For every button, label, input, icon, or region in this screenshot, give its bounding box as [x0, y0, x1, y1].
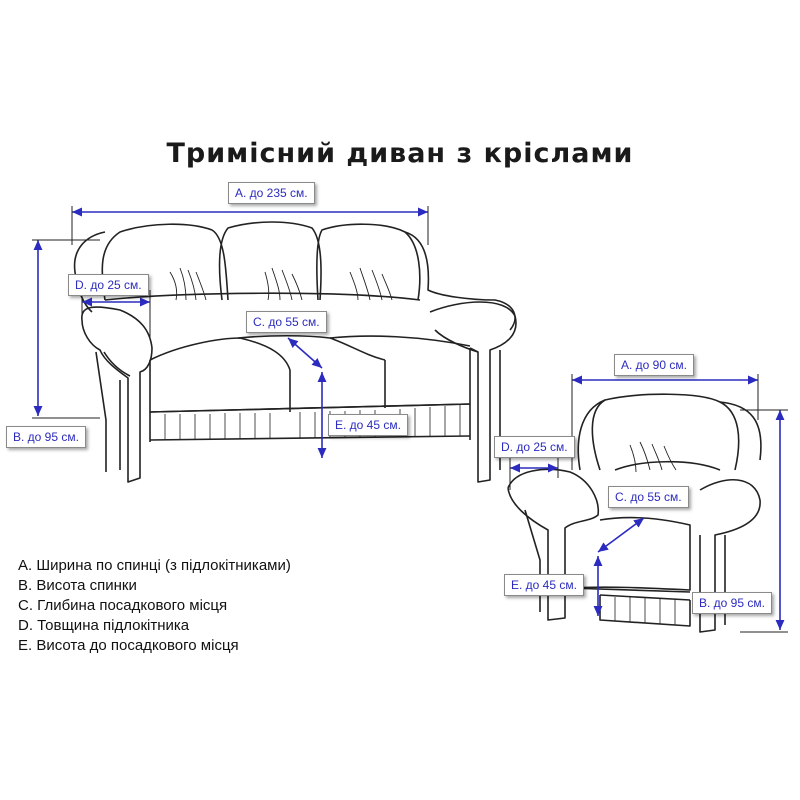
legend-item-b: В. Висота спинки: [18, 577, 137, 594]
armchair-arm-thickness-label: D. до 25 см.: [494, 436, 575, 458]
armchair-dimension-lines: [509, 374, 788, 633]
armchair-height-label: В. до 95 см.: [692, 592, 772, 614]
armchair-width-label: А. до 90 см.: [614, 354, 694, 376]
sofa-back-cushion-right: [316, 223, 421, 301]
sofa-width-label: А. до 235 см.: [228, 182, 315, 204]
armchair-seat-height-label: Е. до 45 см.: [504, 574, 584, 596]
sofa-armrest-left: [81, 306, 153, 483]
armchair-armrest-left: [507, 468, 599, 621]
legend-item-c: С. Глибина посадкового місця: [18, 597, 228, 614]
sofa-armrest-right: [429, 301, 517, 483]
armchair-seat-depth-label: С. до 55 см.: [608, 486, 689, 508]
sofa-arm-thickness-label: D. до 25 см.: [68, 274, 149, 296]
legend: А. Ширина по спинці (з підлокітниками) В…: [18, 556, 291, 656]
diagram-title: Тримісний диван з кріслами: [166, 138, 634, 169]
sofa-back-cushion-left: [101, 223, 229, 301]
sofa-dimension-lines: [32, 206, 429, 458]
legend-item-e: Е. Висота до посадкового місця: [18, 637, 239, 654]
sofa-back-cushion-middle: [218, 221, 322, 301]
sofa-height-label: В. до 95 см.: [6, 426, 86, 448]
armchair-armrest-right: [699, 479, 761, 633]
sofa-seat-depth-label: С. до 55 см.: [246, 311, 327, 333]
legend-item-a: А. Ширина по спинці (з підлокітниками): [18, 557, 291, 574]
sofa-seat-height-label: Е. до 45 см.: [328, 414, 408, 436]
armchair-back: [591, 393, 740, 471]
sofa-illustration: [73, 221, 517, 483]
armchair-seat-depth-line: [597, 517, 645, 553]
sofa-seat-depth-line: [287, 337, 323, 369]
legend-item-d: D. Товщина підлокітника: [18, 617, 190, 634]
